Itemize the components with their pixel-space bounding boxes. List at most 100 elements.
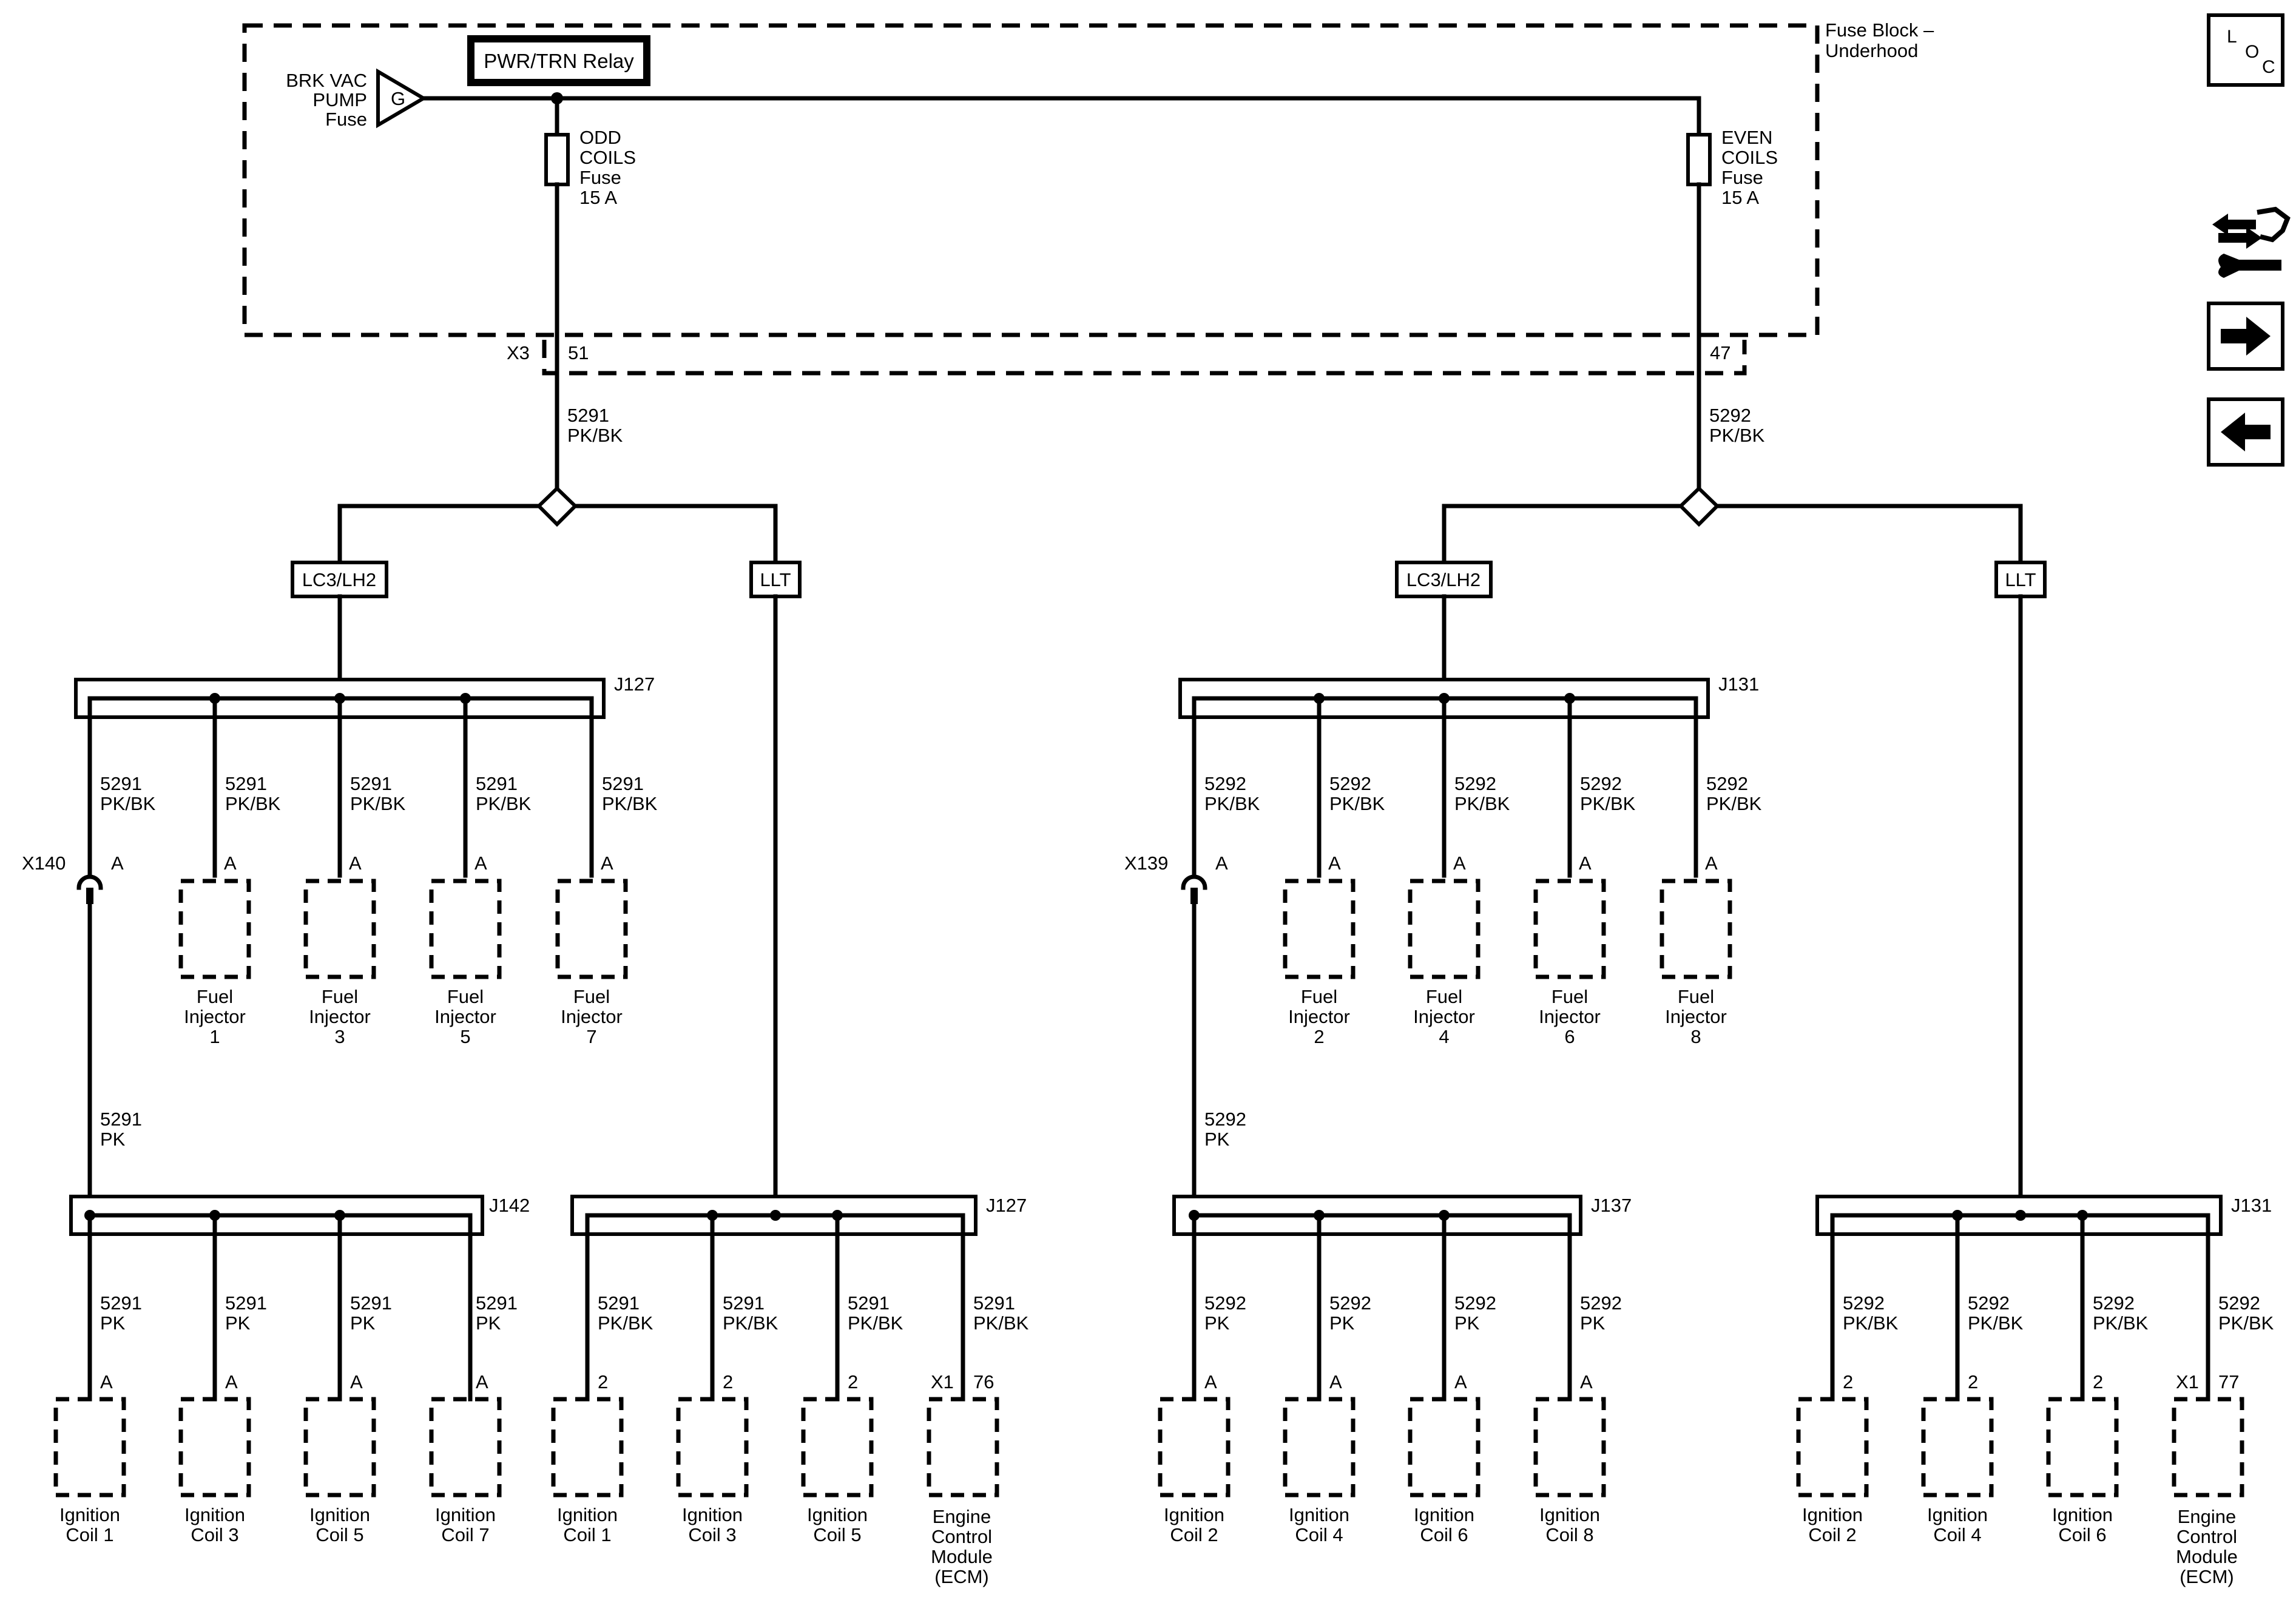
wire-label-color: PK (476, 1312, 501, 1334)
component-label: Fuel (1426, 986, 1462, 1007)
component-label: 6 (1564, 1026, 1575, 1047)
pin-label: A (1705, 852, 1718, 874)
j131b-node (1952, 1210, 1963, 1221)
arrow-right-icon[interactable] (2207, 302, 2284, 371)
brk-vac-label-3: Fuse (325, 109, 367, 130)
relay-label: PWR/TRN Relay (484, 50, 634, 72)
wire-label-circuit: 5292 (1968, 1292, 2010, 1314)
j137-bus (1192, 1213, 1572, 1402)
component-label: Coil 4 (1933, 1524, 1981, 1545)
ignition-coil-3-j142: A Ignition Coil 3 (178, 1371, 251, 1545)
component-label: Ignition (1539, 1504, 1600, 1525)
wire-label-circuit: 5292 (1454, 1292, 1496, 1314)
wire-label-circuit: 5291 (350, 1292, 392, 1314)
component-label: Injector (1288, 1006, 1350, 1027)
x140-pin-a: A (111, 852, 124, 874)
wire-label-circuit: 5292 (1580, 1292, 1622, 1314)
splice-j137-label: J137 (1591, 1195, 1632, 1216)
arrow-left-icon[interactable] (2207, 397, 2284, 467)
fuel-injector-8: A Fuel Injector 8 (1660, 852, 1732, 1047)
wire-label-circuit: 5291 (848, 1292, 890, 1314)
odd-splice-diamond (536, 485, 578, 527)
ignition-coil-2-j131: 2 Ignition Coil 2 (1796, 1371, 1869, 1545)
odd-trunk-circuit: 5291 (567, 405, 609, 426)
component-label: Coil 2 (1170, 1524, 1218, 1545)
relay-bus-wire (421, 96, 1701, 139)
pin-label: 2 (598, 1371, 608, 1393)
j127b-node (770, 1210, 781, 1221)
component-label: Ignition (807, 1504, 868, 1525)
even-fuse-label-2: COILS (1721, 147, 1778, 168)
component-label: Module (931, 1546, 993, 1567)
wire-label-color: PK (225, 1312, 251, 1334)
pin-label: A (1329, 1371, 1342, 1393)
odd-llt-option-box (749, 561, 802, 598)
ignition-coil-body (1158, 1397, 1231, 1497)
connector-x139-label: X139 (1124, 852, 1168, 874)
loc-icon[interactable]: L O C (2207, 13, 2284, 87)
wire-label-color: PK/BK (602, 793, 658, 814)
connector-tools-icon[interactable] (2212, 206, 2291, 278)
component-label: Fuel (447, 986, 484, 1007)
wire-label-color: PK/BK (1454, 793, 1510, 814)
ignition-coil-body (303, 1397, 376, 1497)
j131b-node (2077, 1210, 2088, 1221)
ignition-coil-6-j131: 2 Ignition Coil 6 (2046, 1371, 2119, 1545)
fuse-block-title-2: Underhood (1825, 40, 1918, 61)
component-label: Coil 4 (1295, 1524, 1343, 1545)
wire-label-color: PK/BK (1968, 1312, 2024, 1334)
ignition-coil-body (178, 1397, 251, 1497)
wire-label-color: PK/BK (723, 1312, 778, 1334)
x139-pin-a: A (1215, 852, 1228, 874)
wire-label-color: PK/BK (1580, 793, 1636, 814)
pin-label: 2 (723, 1371, 733, 1393)
wire-label-circuit: 5291 (973, 1292, 1015, 1314)
ignition-coil-body (1408, 1397, 1481, 1497)
even-splice-diamond (1678, 485, 1720, 527)
splice-j127-bottom-label: J127 (986, 1195, 1027, 1216)
component-label: 3 (334, 1026, 345, 1047)
wire-label-circuit: 5291 (100, 773, 142, 794)
wire-label-color: PK/BK (100, 793, 156, 814)
wire-label-circuit: 5292 (1454, 773, 1496, 794)
ignition-coil-3-j127: 2 Ignition Coil 3 (676, 1371, 749, 1545)
wire-label-color: PK (1204, 1312, 1230, 1334)
brk-vac-label-2: PUMP (312, 89, 367, 110)
wire-label-color: PK/BK (225, 793, 281, 814)
wire-label-circuit: 5291 (225, 1292, 267, 1314)
component-label: Control (931, 1526, 992, 1547)
wire-label-circuit: 5292 (1580, 773, 1622, 794)
fuel-injector-body (1408, 879, 1481, 979)
component-label: Coil 1 (563, 1524, 611, 1545)
component-label: Coil 3 (688, 1524, 736, 1545)
j142-node (209, 1210, 220, 1221)
fuel-injector-body (429, 879, 502, 979)
component-label: Fuel (1678, 986, 1714, 1007)
pin-label: A (1453, 852, 1466, 874)
component-label: Ignition (184, 1504, 245, 1525)
ignition-coil-5-j127: 2 Ignition Coil 5 (801, 1371, 874, 1545)
j127-node (209, 693, 220, 704)
ignition-coil-8-j137: A Ignition Coil 8 (1533, 1371, 1606, 1545)
even-coils-fuse (1686, 133, 1712, 186)
component-label: 4 (1439, 1026, 1449, 1047)
pin-label: A (1454, 1371, 1467, 1393)
even-trunk-color: PK/BK (1709, 425, 1765, 446)
brk-vac-terminal (376, 68, 427, 129)
component-label: Injector (184, 1006, 246, 1027)
ignition-coil-7-j142: A Ignition Coil 7 (429, 1371, 502, 1545)
component-label: Ignition (1164, 1504, 1224, 1525)
connector-x3-label: X3 (507, 342, 530, 363)
wire-label-color: PK/BK (2093, 1312, 2149, 1334)
fuel-injector-7: A Fuel Injector 7 (555, 852, 628, 1047)
wire-label-circuit: 5292 (1706, 773, 1748, 794)
ignition-coil-body (801, 1397, 874, 1497)
pin-label: X1 (931, 1371, 954, 1393)
component-label: Ignition (59, 1504, 120, 1525)
ignition-coil-4-j137: A Ignition Coil 4 (1283, 1371, 1356, 1545)
component-label: Module (2176, 1546, 2238, 1567)
even-llt-option-label: LLT (2005, 569, 2036, 590)
fuse-block-outline (242, 23, 1820, 337)
component-label: Ignition (1289, 1504, 1349, 1525)
j131-bottom-bus (1830, 1213, 2210, 1402)
